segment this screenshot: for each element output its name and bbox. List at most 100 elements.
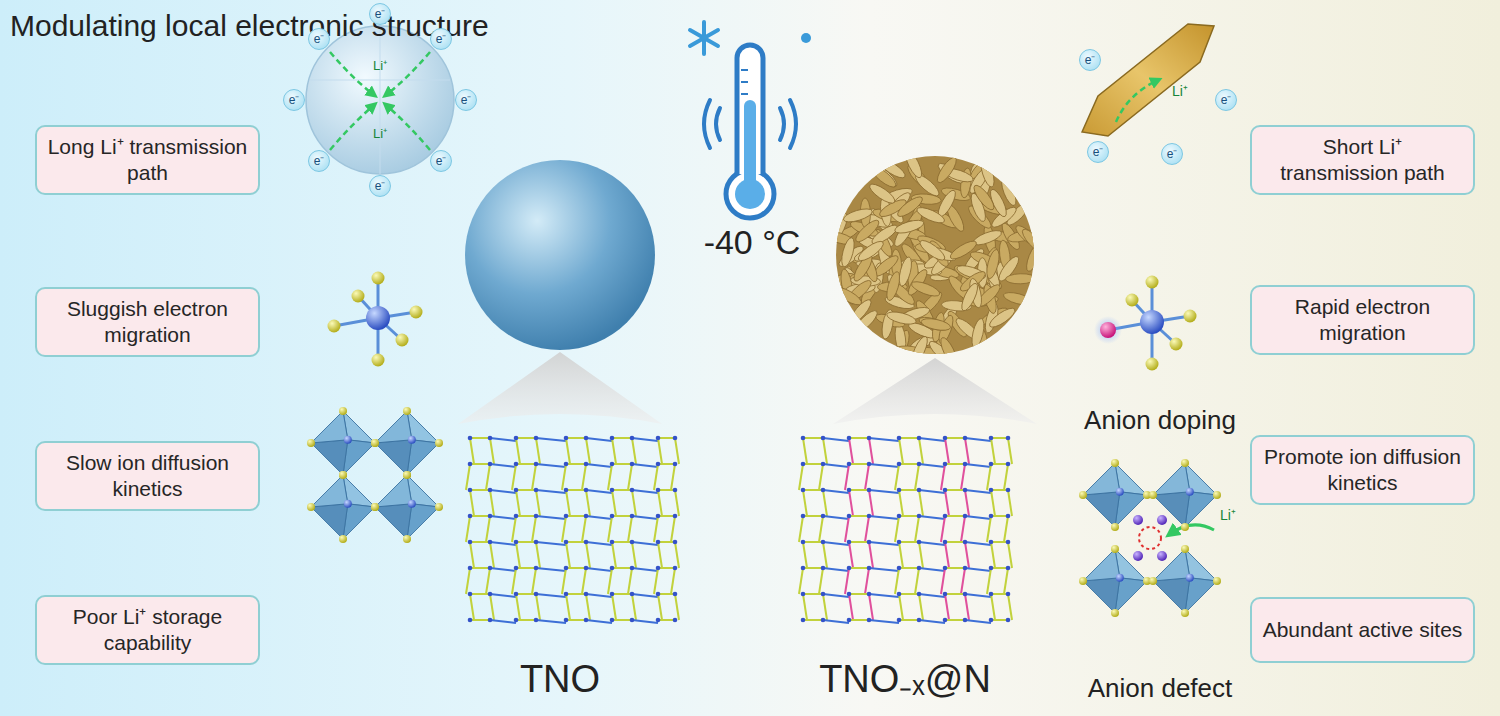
octahedron-part <box>403 407 411 415</box>
crystal-lattice-part <box>847 540 852 545</box>
crystal-lattice-part <box>989 514 994 519</box>
crystal-lattice-part <box>989 592 994 597</box>
crystal-lattice-part <box>470 490 474 516</box>
octahedral-molecule <box>328 272 423 367</box>
crystal-lattice-part <box>630 462 635 467</box>
crystal-lattice-part <box>470 594 474 620</box>
crystal-lattice-part <box>566 567 586 569</box>
crystal-lattice-part <box>823 490 849 493</box>
crystal-lattice-part <box>943 592 948 597</box>
crystal-lattice-part <box>899 541 919 543</box>
crystal-lattice-part <box>566 515 586 517</box>
crystal-lattice-part <box>989 618 994 623</box>
crystal-lattice-part <box>847 566 852 571</box>
electron-symbol: e⁻ <box>1093 146 1104 158</box>
crystal-lattice-part <box>961 568 965 594</box>
electron-symbol: e⁻ <box>314 155 325 167</box>
crystal-lattice-part <box>610 462 615 467</box>
crystal-lattice-part <box>512 464 516 490</box>
crystal-lattice-part <box>919 594 923 620</box>
octahedral-molecule-part <box>1094 316 1122 344</box>
octahedron-part <box>1083 492 1120 527</box>
crystal-lattice-part <box>991 541 1008 543</box>
crystal-lattice-part <box>534 592 539 597</box>
crystal-lattice-part <box>847 462 852 467</box>
nanosheet-petal <box>971 183 997 213</box>
crystal-lattice-part <box>608 464 612 490</box>
crystal-lattice-part <box>945 438 949 464</box>
crystal-lattice-part <box>917 488 922 493</box>
crystal-lattice-part <box>945 490 949 516</box>
crystal-lattice-part <box>1008 438 1012 464</box>
octahedron <box>307 471 379 543</box>
crystal-lattice-part <box>534 514 539 519</box>
crystal-lattice-part <box>612 489 632 491</box>
feature-label: Anion defect <box>1088 674 1233 703</box>
crystal-lattice-part <box>945 515 965 517</box>
crystal-lattice-part <box>532 516 536 542</box>
electron-bubble: e⁻ <box>308 28 330 50</box>
crystal-lattice-part <box>991 489 1008 491</box>
crystal-lattice-part <box>516 437 536 439</box>
property-box: Long Li⁺ transmission path <box>35 125 260 194</box>
crystal-lattice-part <box>963 618 968 623</box>
crystal-lattice-part <box>516 542 520 568</box>
crystal-lattice-part <box>991 594 995 620</box>
electron-bubble: e⁻ <box>1161 143 1183 165</box>
crystal-lattice-part <box>849 437 869 439</box>
crystal-lattice-part <box>987 516 991 542</box>
crystal-lattice-part <box>803 542 807 568</box>
crystal-lattice-part <box>490 438 516 441</box>
crystal-lattice-part <box>608 516 612 542</box>
electron-symbol: e⁻ <box>461 94 472 106</box>
crystal-lattice-part <box>671 568 675 594</box>
crystal-lattice-part <box>610 618 615 623</box>
crystal-lattice-part <box>564 566 569 571</box>
crystal-lattice-part <box>586 594 612 597</box>
crystal-lattice-part <box>895 568 899 594</box>
crystal-lattice-part <box>823 438 827 464</box>
nanosheet-petal <box>978 157 996 189</box>
property-box: Rapid electron migration <box>1250 285 1475 354</box>
octahedron <box>371 471 443 543</box>
crystal-lattice-part <box>945 567 965 569</box>
crystal-lattice-part <box>514 566 519 571</box>
crystal-lattice-part <box>673 540 678 545</box>
crystal-lattice-part <box>823 594 827 620</box>
crystal-lattice-part <box>466 568 470 594</box>
crystal-lattice-part <box>612 438 616 464</box>
electron-symbol: e⁻ <box>1221 94 1232 106</box>
crystal-lattice-part <box>658 593 675 595</box>
octahedron-part <box>371 439 379 447</box>
crystal-lattice-part <box>819 516 823 542</box>
material-name: TNO <box>520 659 600 701</box>
nanosheet-petal <box>897 256 914 288</box>
crystal-lattice-part <box>468 514 473 519</box>
octahedron-part <box>1153 549 1190 581</box>
crystal-lattice-part <box>656 436 661 441</box>
crystal-lattice-part <box>821 488 826 493</box>
crystal-lattice-part <box>608 568 612 594</box>
crystal-lattice-part <box>845 568 849 594</box>
octahedron-part <box>311 411 348 443</box>
crystal-lattice-part <box>941 516 945 542</box>
thermometer-icon-part-part <box>741 81 748 83</box>
crystal-lattice-part <box>869 438 899 441</box>
crystal-lattice-part <box>849 490 853 516</box>
electron-symbol: e⁻ <box>436 33 447 45</box>
crystal-lattice-part <box>1008 490 1012 516</box>
crystal-lattice-part <box>847 618 852 623</box>
crystal-lattice-part <box>632 464 658 467</box>
crystal-lattice-part <box>566 619 586 621</box>
crystal-lattice-part <box>849 438 853 464</box>
crystal-lattice-part <box>632 490 658 493</box>
crystal-lattice-part <box>963 436 968 441</box>
octahedral-molecule-part <box>396 334 409 347</box>
crystal-lattice-part <box>919 490 923 516</box>
electron-bubble: e⁻ <box>308 150 330 172</box>
crystal-lattice-part <box>865 516 869 542</box>
crystal-lattice-part <box>612 594 616 620</box>
crystal-lattice-part <box>897 618 902 623</box>
defect-atom <box>1133 551 1143 561</box>
crystal-lattice-part <box>1006 566 1011 571</box>
